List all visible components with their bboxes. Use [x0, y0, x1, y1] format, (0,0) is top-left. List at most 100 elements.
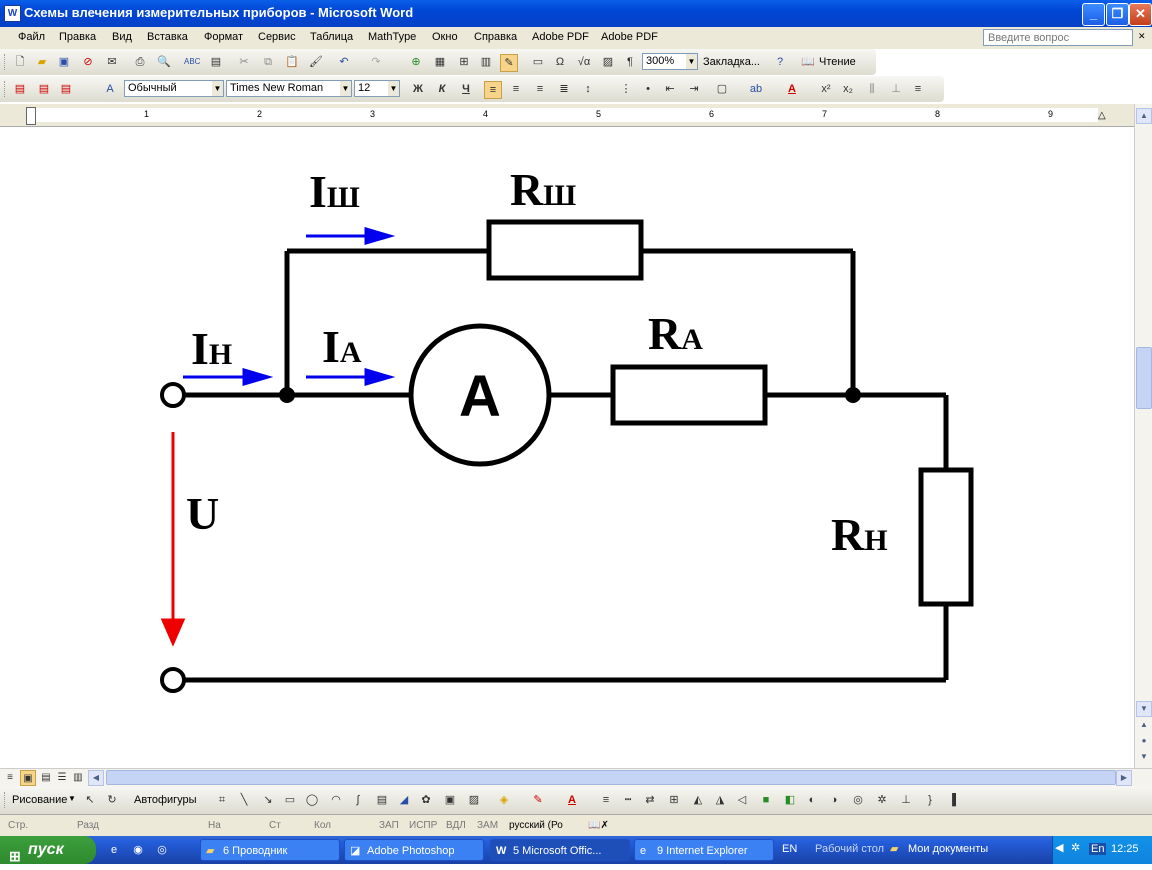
dash-style-icon[interactable]: ┅ — [624, 794, 632, 806]
ask-question-input[interactable]: Введите вопрос — [983, 29, 1133, 46]
increase-indent-icon[interactable]: ⇥ — [689, 83, 699, 95]
clipart-icon[interactable]: ✿ — [421, 794, 431, 806]
browse-object-icon[interactable]: ● — [1141, 736, 1147, 745]
curve-icon[interactable]: ∫ — [356, 794, 360, 806]
web-view-icon[interactable]: ▣ — [20, 770, 36, 786]
word-app-icon[interactable]: W — [4, 5, 21, 22]
chevron-down-icon[interactable]: ▼ — [340, 81, 351, 96]
bold-button[interactable]: Ж — [413, 83, 423, 95]
print-layout-icon[interactable]: ▤ — [41, 772, 51, 783]
document-area[interactable]: IШ RШ IН IА RА U RН A — [0, 127, 1134, 768]
status-ovr[interactable]: ЗАМ — [477, 820, 499, 831]
cut-icon[interactable]: ✂ — [239, 56, 249, 68]
font-color-icon[interactable]: A — [788, 83, 796, 95]
underline-button[interactable]: Ч — [462, 83, 470, 95]
indent-marker-icon[interactable] — [26, 107, 36, 125]
redo-icon[interactable]: ↷ — [371, 56, 381, 68]
maximize-button[interactable]: ❐ — [1106, 3, 1129, 26]
oval-icon[interactable]: ◯ — [305, 794, 319, 806]
open-folder-icon[interactable]: ▰ — [37, 56, 47, 68]
line-style-icon[interactable]: ≡ — [602, 794, 610, 806]
status-trk[interactable]: ИСПР — [409, 820, 438, 831]
status-ext[interactable]: ВДЛ — [446, 820, 466, 831]
menu-mathtype[interactable]: MathType — [368, 31, 417, 43]
minimize-button[interactable]: _ — [1082, 3, 1105, 26]
normal-view-icon[interactable]: ≡ — [7, 772, 13, 783]
scroll-right-icon[interactable]: ▶ — [1116, 770, 1132, 786]
menu-insert[interactable]: Вставка — [147, 31, 188, 43]
distribute-icon[interactable]: ⫼ — [869, 83, 875, 95]
image-icon[interactable]: ▨ — [468, 794, 480, 806]
nudge-icon[interactable]: ◎ — [853, 794, 863, 806]
align-center-icon[interactable]: ≡ — [512, 83, 520, 95]
mydocs-toolbar[interactable]: Мои документы — [908, 843, 989, 855]
next-page-icon[interactable]: ▼ — [1140, 752, 1148, 761]
scroll-down-icon[interactable]: ▼ — [1136, 701, 1152, 717]
research-icon[interactable]: ▤ — [210, 56, 222, 68]
styles-pane-icon[interactable]: A — [106, 83, 114, 95]
chevron-down-icon[interactable]: ▼ — [68, 794, 76, 803]
line-color-icon[interactable]: ✎ — [533, 794, 543, 806]
pdf-review-icon[interactable]: ▤ — [60, 83, 72, 95]
vertical-scrollbar[interactable]: ▲ ▼ ▲ ● ▼ — [1134, 104, 1152, 768]
snap-icon[interactable]: ✲ — [877, 794, 887, 806]
close-doc-icon[interactable]: ✕ — [1138, 31, 1146, 41]
tables-borders-icon[interactable]: ▦ — [434, 56, 446, 68]
menu-window[interactable]: Окно — [432, 31, 458, 43]
hscroll-thumb[interactable] — [106, 770, 1116, 785]
line-spacing-icon[interactable]: ↕ — [585, 83, 591, 95]
align-left-icon[interactable]: ≡ — [484, 81, 502, 99]
format-painter-icon[interactable]: 🖌 — [309, 56, 323, 68]
textbox-icon[interactable]: ▤ — [376, 794, 388, 806]
decrease-indent-icon[interactable]: ⇤ — [665, 83, 675, 95]
help-icon[interactable]: ? — [776, 56, 784, 68]
scroll-up-icon[interactable]: ▲ — [1136, 108, 1152, 124]
group-icon[interactable]: ◐ — [808, 794, 816, 806]
mathtype-icon[interactable]: ▨ — [602, 56, 614, 68]
copy-icon[interactable]: ⧉ — [264, 56, 272, 68]
autoshapes-button[interactable]: Автофигуры — [134, 794, 197, 806]
show-formatting-icon[interactable]: ¶ — [627, 56, 633, 68]
clock[interactable]: 12:25 — [1111, 843, 1139, 855]
flip-v-icon[interactable]: ◁ — [737, 794, 747, 806]
drawing-toggle-icon[interactable]: ✎ — [500, 54, 518, 72]
more-icon[interactable]: ▐ — [948, 794, 956, 806]
toolbar-handle[interactable] — [4, 81, 8, 97]
order-icon[interactable]: ◑ — [830, 794, 838, 806]
close-button[interactable]: ✕ — [1129, 3, 1152, 26]
flip-h-icon[interactable]: ◮ — [715, 794, 725, 806]
rectangle-icon[interactable]: ▭ — [284, 794, 296, 806]
menu-adobe-pdf-2[interactable]: Adobe PDF — [601, 31, 658, 43]
tray-app-icon[interactable]: ✲ — [1071, 842, 1081, 854]
select-pointer-icon[interactable]: ↖ — [85, 794, 95, 806]
undo-icon[interactable]: ↶ — [339, 56, 349, 68]
diagram-icon[interactable]: ⌗ — [218, 794, 226, 806]
insert-table-icon[interactable]: ⊞ — [459, 56, 469, 68]
arrow-icon[interactable]: ↘ — [263, 794, 273, 806]
spelling-icon[interactable]: ABC — [184, 57, 201, 66]
menu-adobe-pdf-1[interactable]: Adobe PDF — [532, 31, 589, 43]
grid-icon[interactable]: ⊥ — [901, 794, 911, 806]
tray-expand-icon[interactable]: ◀ — [1055, 842, 1064, 854]
toolbar-handle[interactable] — [4, 792, 8, 808]
3d-icon[interactable]: ◧ — [784, 794, 796, 806]
line-icon[interactable]: ╲ — [240, 794, 248, 806]
arc-icon[interactable]: ◠ — [331, 794, 341, 806]
options-icon[interactable]: ≡ — [914, 83, 922, 95]
new-document-icon[interactable]: 🗋 — [15, 56, 25, 68]
document-map-icon[interactable]: ▭ — [532, 56, 544, 68]
start-button[interactable]: ⊞ пуск — [0, 836, 96, 864]
picture-icon[interactable]: ▣ — [444, 794, 456, 806]
spelling-status-icon[interactable]: 📖✗ — [588, 820, 609, 831]
style-select[interactable]: Обычный ▼ — [124, 80, 224, 97]
wordart-icon[interactable]: ◢ — [399, 794, 409, 806]
reading-view-icon[interactable]: ▥ — [73, 772, 83, 783]
pdf-convert-icon[interactable]: ▤ — [14, 83, 26, 95]
outlook-quicklaunch-icon[interactable]: ◎ — [157, 844, 167, 856]
menu-table[interactable]: Таблица — [310, 31, 354, 43]
desktop-toolbar[interactable]: Рабочий стол — [815, 843, 885, 855]
numbering-icon[interactable]: ⋮ — [620, 83, 632, 95]
bookmark-button[interactable]: Закладка... — [703, 56, 760, 68]
brace-icon[interactable]: } — [928, 794, 932, 806]
align-icon[interactable]: ⊞ — [669, 794, 679, 806]
